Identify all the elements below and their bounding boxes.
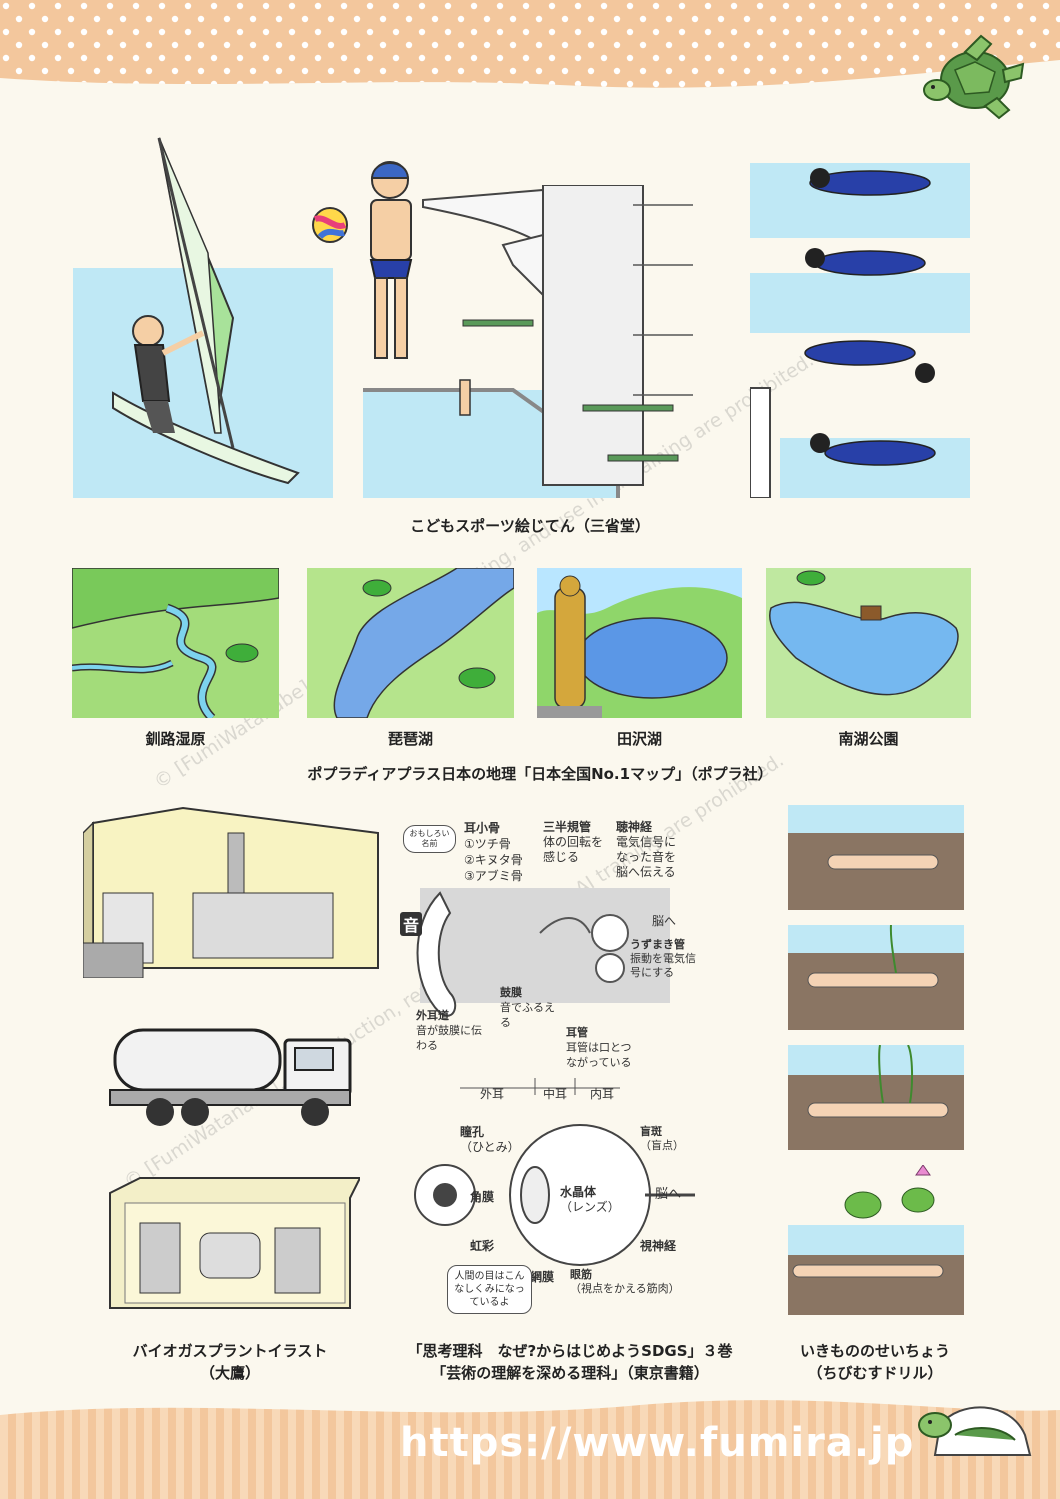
eye-brain-label: 脳へ	[655, 1187, 682, 1202]
map-nanko-park	[766, 568, 971, 718]
caption-sports-picture-book: こどもスポーツ絵じてん（三省堂）	[410, 517, 650, 535]
eye-pupil-sub: （ひとみ）	[460, 1140, 520, 1154]
ear-zone-inner: 内耳	[590, 1087, 615, 1101]
ear-canal-note: 三半規管 体の回転を感じる	[543, 820, 603, 865]
ear-zone-middle: 中耳	[543, 1087, 568, 1101]
map-lake-tazawa	[537, 568, 742, 718]
ear-canal-title: 三半規管	[543, 820, 592, 834]
ear-outer-text: 音が鼓膜に伝わる	[416, 1024, 482, 1052]
ear-nerve-note: 聴神経 電気信号になった音を脳へ伝える	[616, 820, 686, 880]
lotus-growth-stage-3	[788, 1045, 964, 1150]
map-lake-biwa	[307, 568, 514, 718]
ear-cochlea-note: うずまき管 振動を電気信号にする	[630, 938, 700, 980]
turtle-peeking-icon	[918, 1406, 1032, 1456]
ear-eardrum-text: 音でふるえる	[500, 1001, 555, 1029]
eye-ciliary-note: 眼筋 （視点をかえる筋肉）	[570, 1268, 680, 1296]
ear-cochlea-title: うずまき管	[630, 938, 685, 951]
biogas-plant-building-illustration	[83, 806, 379, 978]
caption-biogas-publisher: （大鷹）	[199, 1364, 260, 1382]
map-label-tazawa: 田沢湖	[616, 730, 662, 748]
caption-popladia-map: ポプラディアプラス日本の地理「日本全国No.1マップ」（ポプラ社）	[307, 765, 773, 783]
ear-bone-title: 耳小骨	[464, 821, 501, 835]
ear-eardrum-note: 鼓膜 音でふるえる	[500, 985, 565, 1030]
map-label-biwa: 琵琶湖	[387, 730, 433, 748]
eye-pupil-note: 瞳孔 （ひとみ）	[460, 1125, 520, 1155]
lotus-growth-stage-4	[788, 1165, 964, 1315]
bottom-striped-band	[0, 1400, 1060, 1499]
ear-bone-1: ①ツチ骨	[464, 837, 511, 851]
map-label-kushiro: 釧路湿原	[145, 730, 206, 748]
eye-pupil: 瞳孔	[460, 1125, 485, 1139]
ear-nerve-title: 聴神経	[616, 820, 653, 834]
lotus-growth-stage-1	[788, 805, 964, 910]
ear-tube-text: 耳管は口とつながっている	[566, 1041, 632, 1069]
ear-outer-title: 外耳道	[416, 1009, 449, 1022]
ear-bone-note: 耳小骨 ①ツチ骨 ②キヌタ骨 ③アブミ骨	[464, 820, 523, 884]
tanker-truck-illustration	[109, 1028, 352, 1126]
ear-nerve-text: 電気信号になった音を脳へ伝える	[616, 835, 677, 879]
ear-bone-3: ③アブミ骨	[464, 869, 523, 883]
eye-anatomy-diagram	[414, 1124, 695, 1266]
sea-turtle-icon	[923, 34, 1025, 120]
eye-lens-note: 水晶体 （レンズ）	[560, 1185, 620, 1215]
biogas-plant-cutaway-illustration	[109, 1177, 360, 1309]
eye-cornea: 角膜	[470, 1190, 495, 1204]
ear-canal-text: 体の回転を感じる	[543, 835, 604, 864]
eye-ciliary-sub: （視点をかえる筋肉）	[570, 1282, 680, 1295]
eye-blind-spot: 盲斑	[640, 1125, 662, 1138]
caption-biogas-title: バイオガスプラントイラスト	[132, 1342, 328, 1360]
map-kushiro-marsh	[72, 568, 279, 718]
eye-lens-sub: （レンズ）	[560, 1200, 620, 1214]
ear-cochlea-text: 振動を電気信号にする	[630, 952, 696, 979]
eye-retina: 網膜	[530, 1270, 555, 1284]
eye-optic-nerve: 視神経	[640, 1239, 677, 1253]
caption-growth-publisher: （ちびむすドリル）	[807, 1364, 943, 1382]
eye-speech-bubble: 人間の目はこんなしくみになっているよ	[447, 1265, 532, 1314]
caption-growth-title: いきもののせいちょう	[799, 1342, 950, 1360]
map-label-nanko: 南湖公園	[838, 730, 899, 748]
eye-iris: 虹彩	[470, 1239, 495, 1253]
diving-tower-illustration	[363, 185, 693, 498]
water-polo-player-illustration	[369, 161, 413, 359]
eye-lens: 水晶体	[560, 1185, 597, 1199]
eye-ciliary: 眼筋	[570, 1268, 592, 1281]
ear-tube-note: 耳管 耳管は口とつながっている	[566, 1025, 636, 1070]
eye-blind-spot-sub: （盲点）	[640, 1139, 684, 1152]
caption-science-book-title: 「思考理科 なぜ?からはじめようSDGS」３巻	[407, 1342, 733, 1360]
top-dotted-band	[0, 0, 1060, 88]
ear-sound-label: 音	[400, 912, 422, 936]
eye-blind-spot-note: 盲斑 （盲点）	[640, 1125, 684, 1153]
windsurfing-illustration	[73, 137, 333, 498]
ear-tube-title: 耳管	[566, 1026, 588, 1039]
caption-science-book-publisher: 「芸術の理解を深める理科」（東京書籍）	[431, 1364, 709, 1382]
lotus-growth-stage-2	[788, 925, 964, 1030]
ear-name-bubble: おもしろい名前	[403, 825, 456, 853]
swimming-strokes-illustration	[750, 163, 970, 498]
ear-anatomy-diagram	[416, 888, 670, 1095]
ear-eardrum-title: 鼓膜	[500, 986, 522, 999]
ear-zone-outer: 外耳	[480, 1087, 505, 1101]
website-url-link[interactable]: https://www.fumira.jp	[400, 1420, 915, 1466]
beach-ball-icon	[312, 207, 348, 243]
ear-brain-label: 脳へ	[652, 914, 677, 928]
ear-bone-2: ②キヌタ骨	[464, 853, 523, 867]
ear-outer-canal-note: 外耳道 音が鼓膜に伝わる	[416, 1008, 486, 1053]
